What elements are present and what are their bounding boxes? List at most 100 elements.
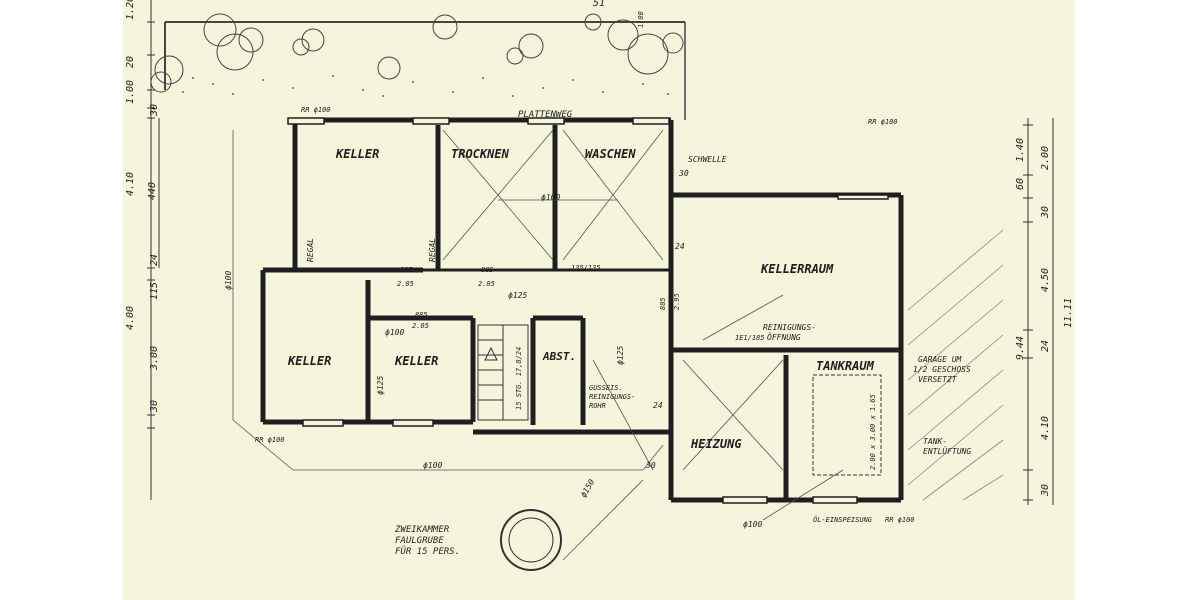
dim-label: 2.95	[673, 293, 681, 310]
room-label-trocknen: TROCKNEN	[451, 147, 510, 161]
staircase	[477, 324, 529, 421]
dim-label-total: 11.11	[1063, 298, 1074, 328]
dim-label: 885	[659, 297, 667, 310]
plan-sheet: 1.20 20 1.00 30 4.10 24 4.00 3.00 30 440…	[123, 0, 1075, 600]
label-oel: ÖL-EINSPEISUNG	[813, 515, 873, 524]
dim-label: 30	[645, 461, 656, 470]
pipe-label: ϕ125	[508, 291, 527, 300]
tree-icon	[432, 14, 458, 40]
door-label: 885	[415, 311, 428, 319]
window-openings	[287, 117, 889, 504]
room-labels: KELLER TROCKNEN WASCHEN KELLERRAUM KELLE…	[287, 147, 875, 451]
walls	[260, 117, 904, 503]
pipe-label: ϕ125	[376, 376, 385, 395]
dim-label: 30	[678, 169, 689, 178]
room-label-abst: ABST.	[542, 350, 576, 363]
label-gusses-3: ROHR	[589, 402, 606, 410]
drainage-lines	[232, 129, 844, 561]
tree-icon	[216, 33, 254, 71]
dim-label: 2.00	[1040, 146, 1051, 170]
dim-label: 1.20	[125, 0, 136, 20]
pipe-label: ϕ100	[541, 193, 560, 202]
tree-icon	[627, 33, 669, 75]
label-regal-mid: REGAL	[428, 238, 437, 262]
room-label-tankraum: TANKRAUM	[816, 359, 875, 373]
right-dimension-chain	[1023, 118, 1054, 505]
label-stufen: 15 STG. 17,8/24	[515, 347, 523, 410]
pipe-label: ϕ150	[579, 478, 597, 499]
room-label-keller-mid: KELLER	[394, 354, 438, 368]
tree-icon	[584, 13, 602, 31]
dim-label: 24	[653, 401, 663, 410]
door-label: 1E1/185	[735, 334, 765, 342]
tree-icon	[607, 19, 639, 51]
label-garage-1: GARAGE UM	[918, 355, 963, 364]
label-garage-3: VERSETZT	[918, 375, 958, 384]
dim-label: 30	[149, 400, 160, 413]
tree-icon	[301, 28, 325, 52]
garden-area	[150, 13, 686, 120]
tree-icon	[377, 56, 401, 80]
pipe-label: ϕ100	[743, 520, 762, 529]
room-label-kellerraum: KELLERRAUM	[760, 262, 834, 276]
tree-icon	[662, 32, 684, 54]
pipe-label: ϕ100	[385, 328, 404, 337]
label-gusses-2: REINIGUNGS-	[589, 393, 635, 401]
dim-label: 20	[125, 56, 136, 68]
room-label-keller-left: KELLER	[287, 354, 331, 368]
oil-tank	[812, 374, 882, 476]
room-label-heizung: HEIZUNG	[690, 437, 742, 451]
pipe-label-rr: RR ϕ100	[868, 118, 898, 126]
door-labels: 885 2.05 885 2.05 135/135 885 2.05 1E1/1…	[397, 264, 765, 342]
dim-label: 30	[1040, 484, 1051, 497]
tree-icon	[203, 13, 237, 47]
pipe-label: ϕ125	[616, 346, 625, 365]
dim-label: 60	[1015, 178, 1026, 190]
dim-label: 4.00	[125, 306, 136, 330]
door-label: 885	[481, 266, 494, 274]
tree-icon	[506, 47, 524, 65]
dim-label: 4.10	[125, 172, 136, 196]
label-faulgrube-2: FAULGRUBE	[395, 536, 444, 546]
dim-label: 30	[1040, 206, 1051, 219]
tree-icon	[238, 27, 264, 53]
floor-plan: 1.20 20 1.00 30 4.10 24 4.00 3.00 30 440…	[125, 0, 1074, 571]
label-faulgrube-1: ZWEIKAMMER	[394, 525, 450, 535]
label-regal-left: REGAL	[306, 238, 315, 262]
stair-arrow-icon	[484, 346, 498, 361]
dim-label: 24	[675, 242, 685, 251]
label-reinigung-1: REINIGUNGS-	[763, 323, 816, 332]
label-reinigung-2: ÖFFNUNG	[767, 332, 801, 342]
dim-label: 30	[149, 104, 160, 117]
pipe-label: ϕ100	[224, 271, 233, 290]
door-label: 2.05	[478, 280, 495, 288]
door-label: 885	[400, 266, 413, 274]
label-tank-1: TANK-	[923, 437, 947, 446]
label-gusses-1: GUSSEIS.	[589, 384, 623, 392]
dim-label: 24	[1040, 340, 1051, 352]
pipe-label-rr: RR ϕ100	[255, 436, 285, 444]
label-schwelle: SCHWELLE	[688, 155, 727, 164]
door-label: 2.05	[397, 280, 414, 288]
left-dimension-chain	[147, 0, 160, 500]
tree-icon	[518, 33, 544, 59]
garage-hatching	[907, 229, 1004, 501]
dim-label: 440	[147, 182, 158, 200]
dim-label: 24	[149, 254, 160, 266]
dim-label: 1.00	[637, 11, 645, 28]
misc-dimensions: 30 24 24 30 885 2.95 1.00	[637, 11, 689, 470]
septic-tank	[500, 509, 562, 571]
label-faulgrube-3: FÜR 15 PERS.	[395, 546, 460, 557]
tree-icon	[154, 55, 184, 85]
pipe-label-rr: RR ϕ100	[885, 516, 915, 524]
dim-label: 1.00	[125, 80, 136, 104]
room-label-keller-top: KELLER	[335, 147, 379, 161]
dim-label-top: 51	[593, 0, 605, 9]
dim-label: 9.44	[1015, 336, 1026, 360]
label-tank-size: 2.00 x 3.00 x 1.65	[869, 394, 877, 470]
pipe-label: ϕ100	[423, 461, 442, 470]
dim-label: 1.40	[1015, 138, 1026, 162]
gravel-dots	[182, 75, 669, 97]
label-garage-2: 1/2 GESCHOSS	[913, 365, 971, 374]
door-label: 2.05	[412, 322, 429, 330]
